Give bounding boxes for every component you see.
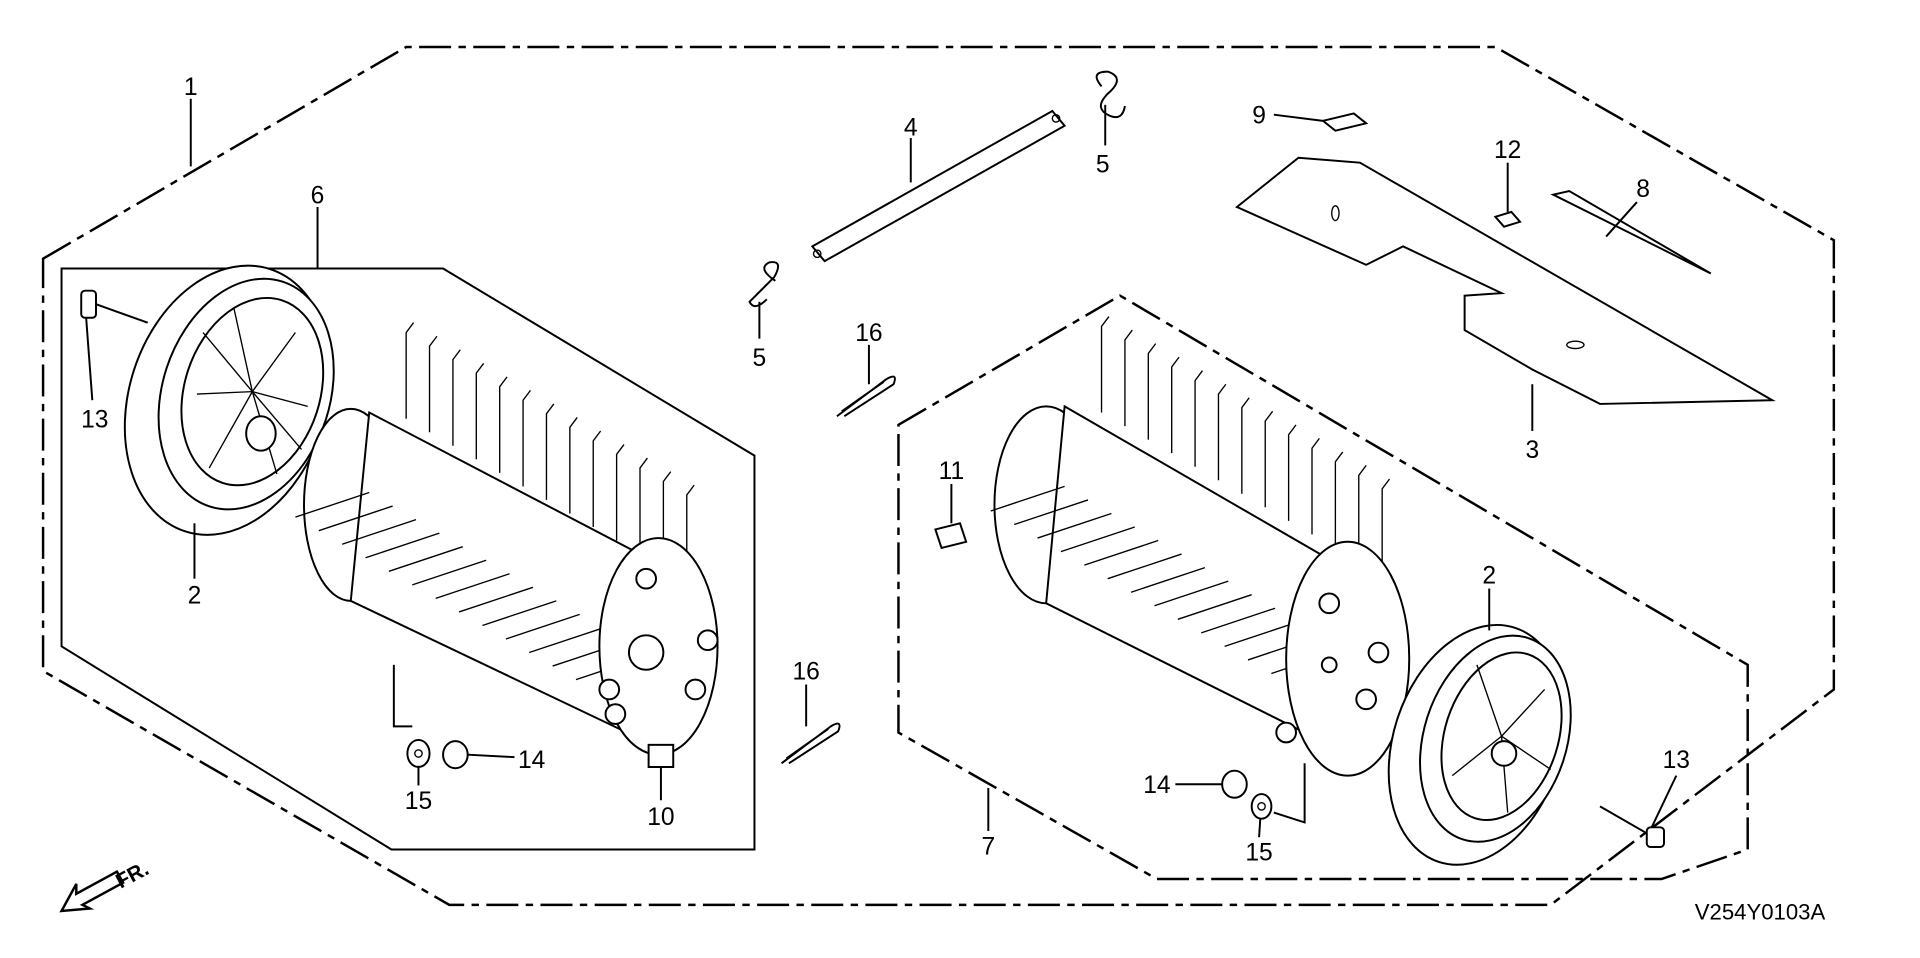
tine bbox=[592, 430, 602, 528]
tine bbox=[1171, 356, 1180, 454]
tine bbox=[1060, 526, 1135, 553]
tine bbox=[1224, 621, 1299, 648]
tine bbox=[639, 457, 648, 555]
tine bbox=[365, 532, 440, 559]
tine bbox=[428, 335, 438, 433]
assembly-outline-7 bbox=[897, 294, 1749, 881]
tine bbox=[1037, 512, 1112, 539]
tine bbox=[1084, 539, 1159, 566]
dethatcher-drum-left bbox=[295, 322, 719, 756]
callout-14: 14 bbox=[518, 747, 545, 774]
callout-12: 12 bbox=[1494, 137, 1521, 164]
callout-3: 3 bbox=[1525, 437, 1539, 464]
pin-upper bbox=[836, 375, 896, 418]
callout-16: 16 bbox=[792, 659, 819, 686]
tine bbox=[1177, 594, 1252, 620]
tine bbox=[458, 586, 534, 613]
tine bbox=[505, 613, 580, 640]
callout-4: 4 bbox=[904, 115, 918, 142]
front-direction-arrow-icon: FR. bbox=[59, 857, 153, 913]
tine bbox=[990, 485, 1065, 512]
leader-lines bbox=[85, 98, 1678, 838]
tine bbox=[452, 349, 461, 446]
tine bbox=[529, 627, 604, 654]
tine bbox=[1201, 607, 1276, 634]
callout-15: 15 bbox=[405, 788, 432, 815]
nut-right bbox=[1221, 769, 1248, 799]
tine bbox=[1107, 553, 1182, 580]
tine bbox=[1154, 580, 1229, 607]
s-hook-upper bbox=[1095, 70, 1126, 119]
callout-16: 16 bbox=[855, 320, 882, 347]
tine bbox=[318, 505, 393, 532]
tine bbox=[475, 362, 485, 460]
pin-lower bbox=[780, 722, 841, 765]
tine bbox=[1241, 397, 1250, 494]
tine bbox=[545, 403, 555, 500]
callout-11: 11 bbox=[939, 458, 965, 485]
tine bbox=[388, 546, 463, 572]
tine bbox=[1287, 424, 1297, 521]
assembly-outline-6 bbox=[60, 267, 756, 851]
tine bbox=[295, 491, 370, 518]
tine bbox=[1147, 343, 1157, 440]
bolt-left bbox=[80, 289, 149, 324]
label-part-11 bbox=[934, 522, 968, 550]
rod-part-4 bbox=[810, 109, 1067, 263]
tine bbox=[1124, 329, 1133, 427]
tine bbox=[482, 600, 557, 627]
callout-2: 2 bbox=[188, 582, 202, 609]
callout-5: 5 bbox=[1096, 152, 1110, 179]
wheel-right bbox=[1387, 623, 1572, 866]
tine bbox=[1100, 316, 1110, 413]
callout-15: 15 bbox=[1245, 840, 1272, 867]
callout-1: 1 bbox=[184, 74, 198, 101]
label-part-12 bbox=[1493, 210, 1522, 228]
washer-left bbox=[406, 738, 431, 768]
label-part-10 bbox=[647, 743, 675, 768]
dethatcher-drum-right bbox=[990, 316, 1411, 777]
wheel-left bbox=[123, 264, 335, 536]
tine bbox=[1334, 451, 1344, 548]
callout-10: 10 bbox=[647, 804, 674, 831]
tine bbox=[1311, 437, 1320, 535]
tine bbox=[405, 322, 415, 419]
callout-2: 2 bbox=[1482, 563, 1496, 590]
tine bbox=[615, 444, 625, 541]
label-part-9 bbox=[1320, 112, 1369, 132]
callout-8: 8 bbox=[1636, 176, 1650, 203]
tine bbox=[1358, 465, 1367, 562]
strip-part-8 bbox=[1550, 189, 1712, 275]
tine bbox=[1130, 566, 1206, 593]
tine bbox=[1217, 383, 1227, 481]
tine bbox=[1264, 410, 1274, 508]
assembly-outline-1 bbox=[41, 45, 1836, 907]
tine bbox=[1013, 499, 1089, 526]
tine bbox=[1381, 478, 1391, 576]
fr-label: FR. bbox=[112, 857, 153, 893]
callout-6: 6 bbox=[311, 182, 325, 209]
diagram-code: V254Y0103A bbox=[1695, 900, 1826, 925]
bolt-right bbox=[1599, 805, 1665, 848]
callout-13: 13 bbox=[1663, 747, 1690, 774]
callout-13: 13 bbox=[81, 406, 108, 433]
cover-part-3 bbox=[1235, 156, 1776, 405]
tine bbox=[522, 389, 532, 487]
s-hook-lower bbox=[748, 261, 780, 308]
tine bbox=[341, 518, 417, 545]
callout-7: 7 bbox=[981, 833, 995, 860]
callout-9: 9 bbox=[1252, 102, 1266, 129]
tine bbox=[499, 376, 508, 473]
tine bbox=[435, 573, 510, 600]
callout-14: 14 bbox=[1143, 772, 1170, 799]
tine bbox=[1194, 370, 1204, 467]
tine bbox=[412, 559, 487, 586]
tine bbox=[569, 417, 578, 514]
nut-left bbox=[442, 740, 469, 770]
callout-5: 5 bbox=[753, 345, 767, 372]
washer-right bbox=[1250, 793, 1273, 820]
